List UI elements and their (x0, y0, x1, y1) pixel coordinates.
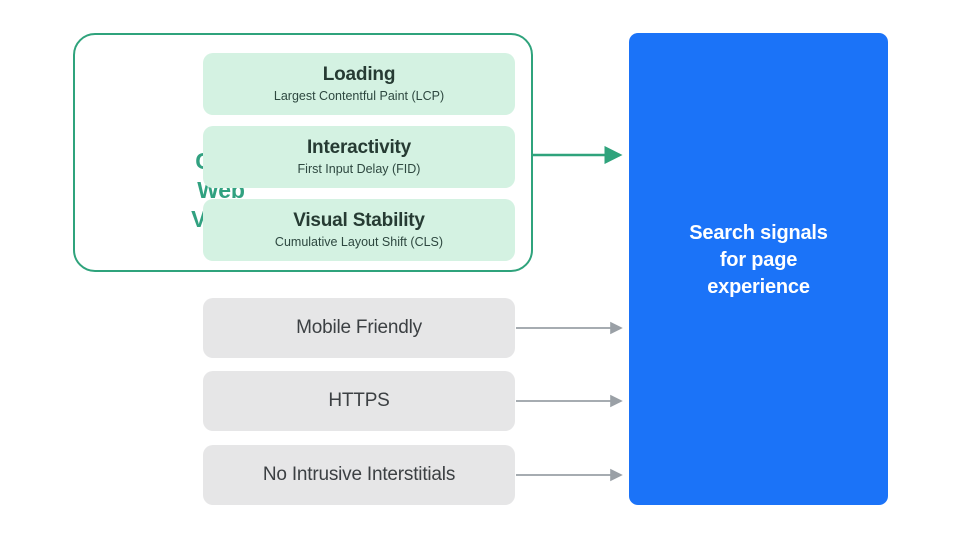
signal-box-https[interactable]: HTTPS (203, 371, 515, 431)
metric-card-loading[interactable]: Loading Largest Contentful Paint (LCP) (203, 53, 515, 115)
metric-title: Visual Stability (293, 210, 425, 231)
metric-subtitle: First Input Delay (FID) (297, 162, 421, 176)
metric-card-visual-stability[interactable]: Visual Stability Cumulative Layout Shift… (203, 199, 515, 261)
destination-box-search-signals[interactable]: Search signals for page experience (629, 33, 888, 505)
signal-label: No Intrusive Interstitials (262, 464, 456, 485)
signal-label: HTTPS (328, 390, 390, 411)
metric-subtitle: Largest Contentful Paint (LCP) (273, 89, 445, 103)
metric-title: Interactivity (306, 137, 412, 158)
signal-box-no-intrusive-interstitials[interactable]: No Intrusive Interstitials (203, 445, 515, 505)
signal-label: Mobile Friendly (296, 317, 422, 338)
destination-text: Search signals for page experience (689, 221, 828, 298)
signal-box-mobile-friendly[interactable]: Mobile Friendly (203, 298, 515, 358)
metric-title: Loading (322, 64, 396, 85)
metric-card-interactivity[interactable]: Interactivity First Input Delay (FID) (203, 126, 515, 188)
metric-subtitle: Cumulative Layout Shift (CLS) (274, 235, 444, 249)
